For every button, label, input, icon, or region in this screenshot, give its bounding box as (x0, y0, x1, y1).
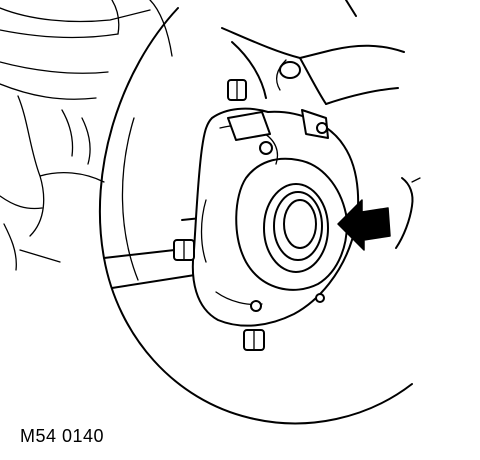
hub-oil-seal (263, 183, 329, 273)
bolt-left (173, 239, 195, 261)
bolt-bottom (243, 329, 265, 351)
splash-shield-edge (395, 177, 421, 249)
arrow-left-icon (337, 199, 391, 251)
figure-code-label: M54 0140 (20, 426, 105, 446)
bolt-top (227, 79, 247, 101)
suspension-arm (221, 0, 405, 105)
background-linework (0, 0, 173, 271)
